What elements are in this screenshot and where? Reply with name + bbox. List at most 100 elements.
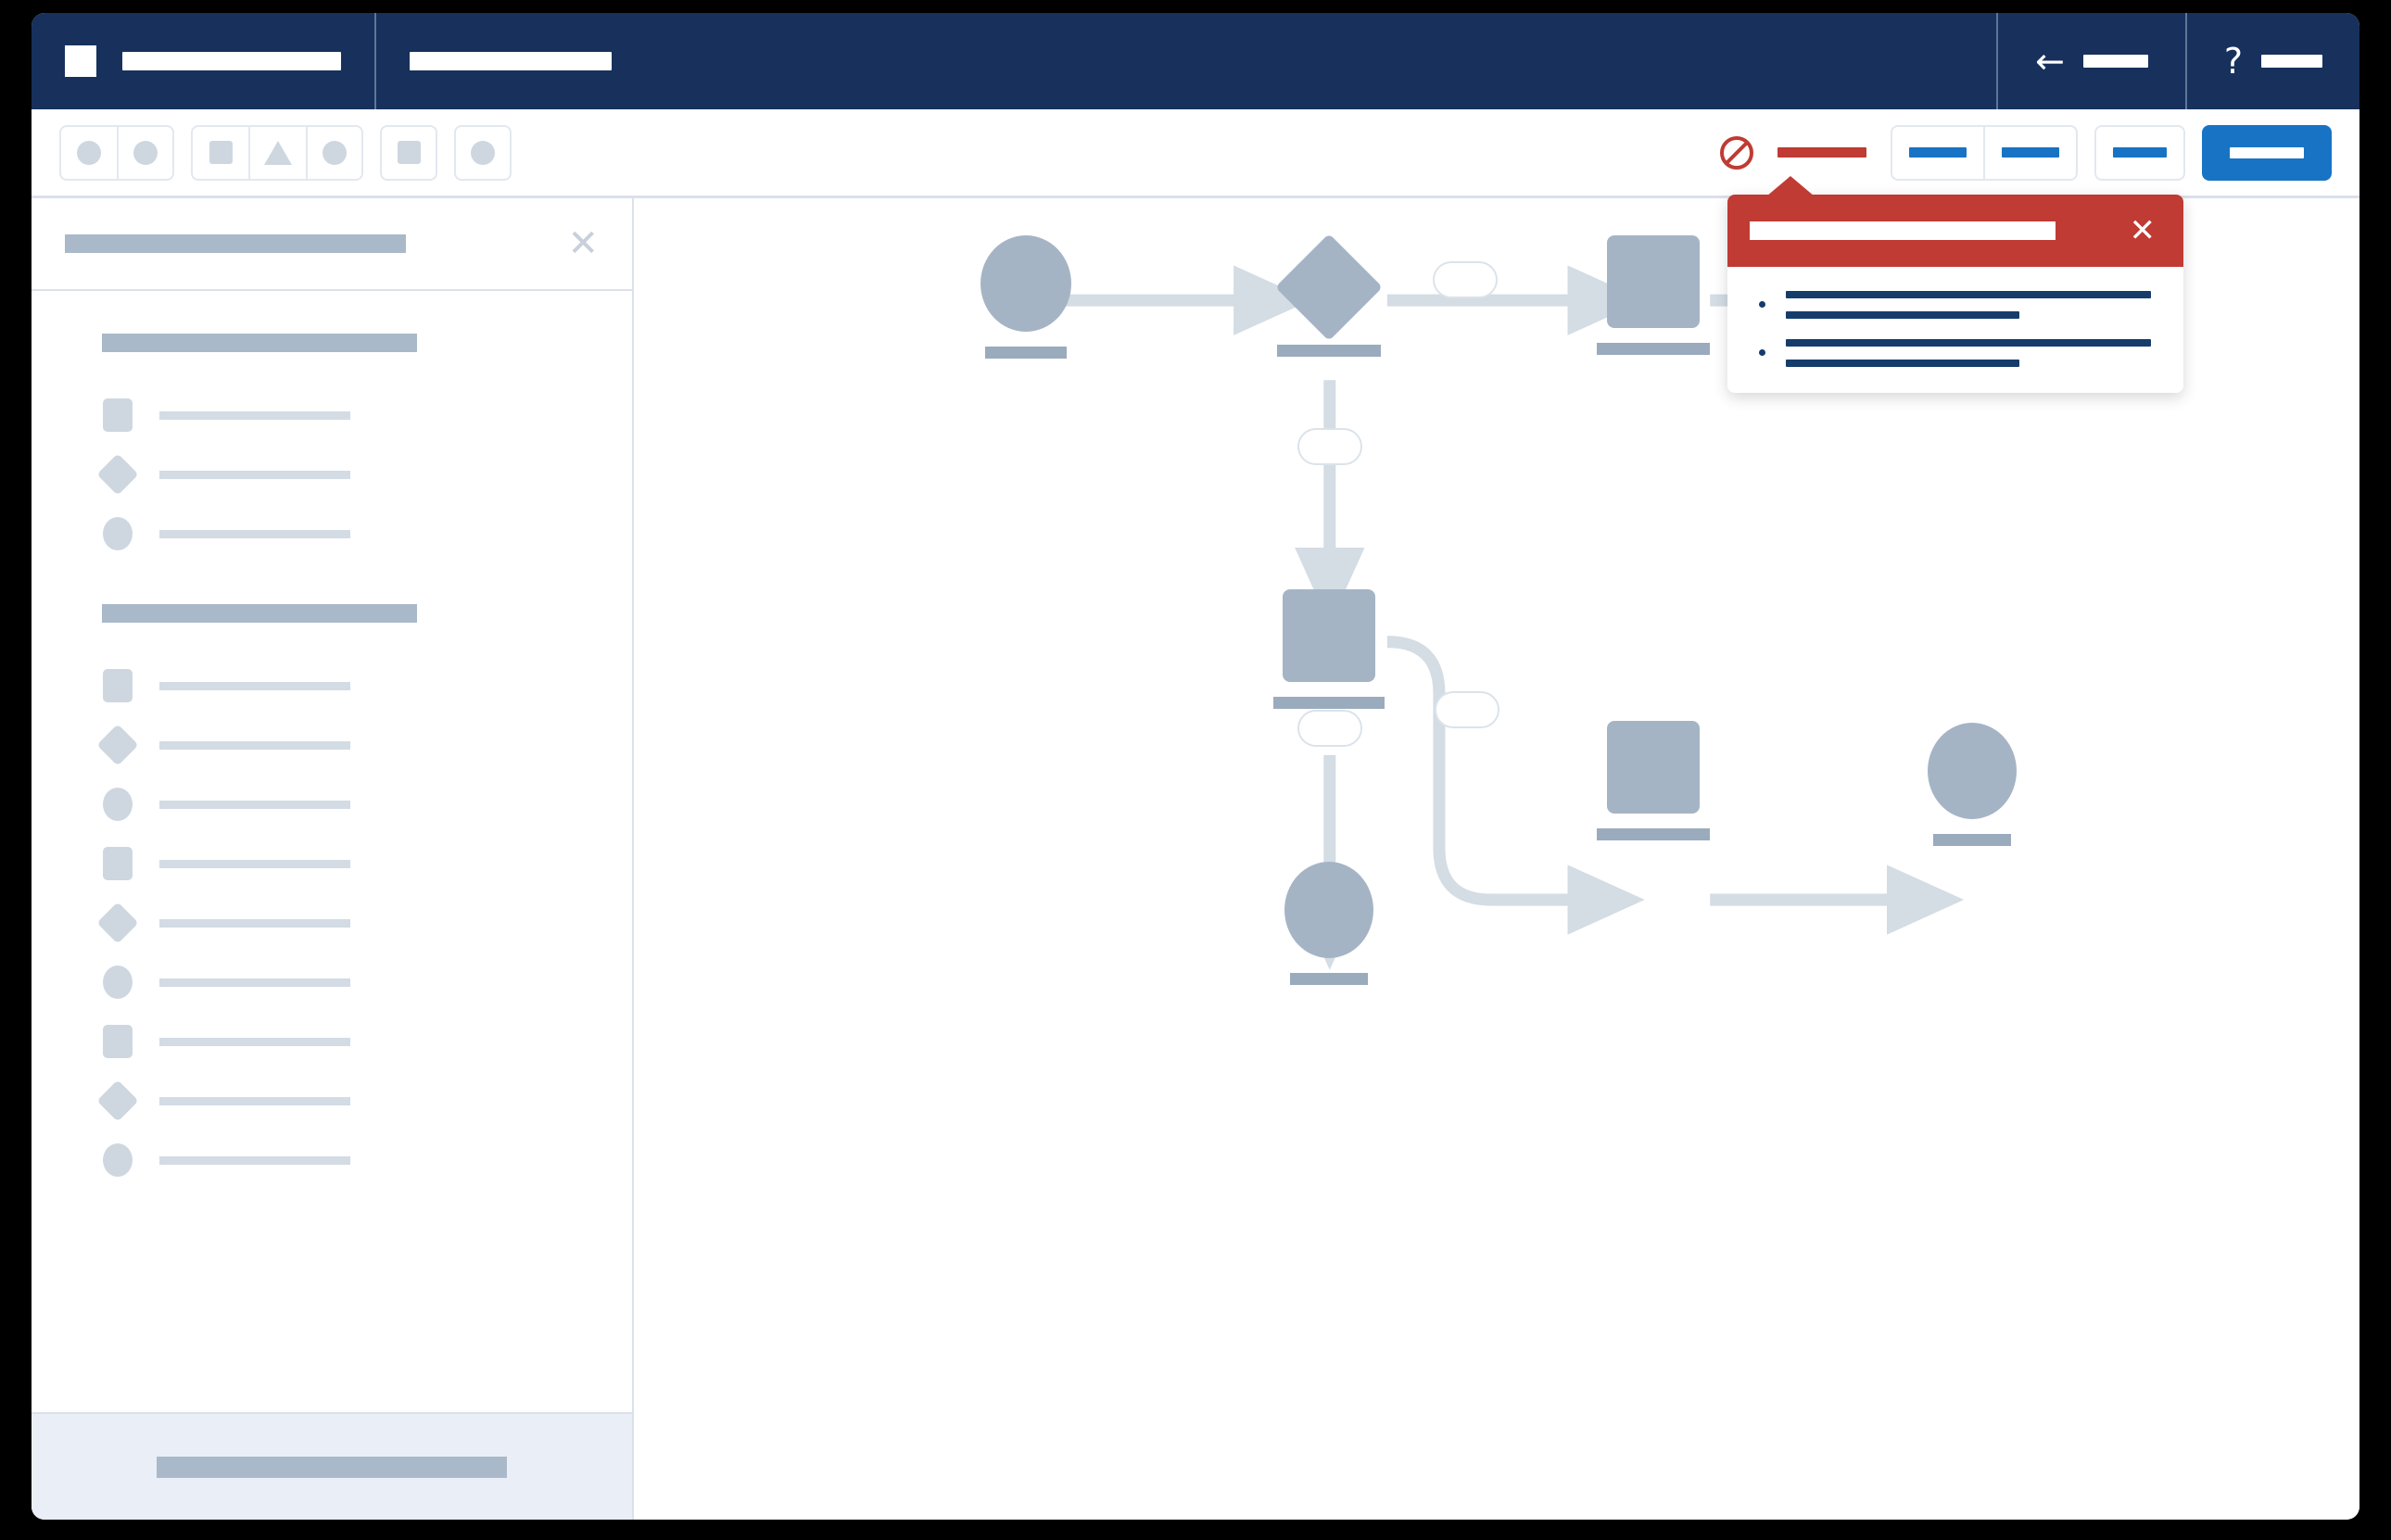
circle-placeholder-icon [133,140,158,165]
error-list-item[interactable] [1750,291,2161,319]
app-title [122,52,341,70]
sidebar-item-label [159,1037,350,1046]
sidebar-section-title [102,604,417,623]
layout-button[interactable] [380,124,437,181]
edge-label-2[interactable] [1297,428,1362,465]
publish-button[interactable] [2202,124,2332,181]
app-header: ← ? [32,13,2359,109]
circle-placeholder-icon [77,140,101,165]
diamond-node-icon [96,1079,139,1122]
sidebar-item[interactable] [32,445,632,504]
close-icon[interactable]: ✕ [567,222,599,265]
brand-section[interactable] [32,13,376,109]
node-label [1290,973,1368,985]
node-label [1933,834,2011,846]
sidebar-item[interactable] [32,893,632,953]
sidebar-scroll-area[interactable] [32,291,632,1412]
flow-node-decision[interactable] [1275,234,1383,357]
square-node-icon [102,398,133,432]
app-body: ✕ [32,198,2359,1520]
sidebar-title [65,234,406,253]
view-mode-design-label [1909,147,1967,158]
flow-node-task-b[interactable] [1273,589,1385,709]
sidebar-item-label [159,740,350,750]
square-node-icon [102,669,133,702]
square-placeholder-icon [397,141,421,164]
shape-group [191,124,363,181]
sidebar-item[interactable] [32,1012,632,1071]
edge-label-3[interactable] [1435,691,1499,728]
validate-button[interactable] [2094,124,2185,181]
flow-edges [1042,265,1965,970]
edge-label-4[interactable] [1297,710,1362,747]
sidebar-item-label [159,918,350,928]
undo-button[interactable] [59,124,117,181]
sidebar-item-label [159,800,350,809]
sidebar-footer-action-label [157,1456,507,1478]
node-label [1597,343,1710,355]
edge-label-1[interactable] [1433,261,1498,298]
error-list-item[interactable] [1750,339,2161,367]
sidebar-item-label [159,1155,350,1165]
sidebar-footer[interactable] [32,1412,632,1520]
sidebar-item[interactable] [32,1071,632,1130]
view-mode-preview-label [2002,147,2059,158]
close-icon[interactable]: ✕ [2129,212,2157,249]
edge-task-b-to-task-c [1386,636,1645,935]
node-shape-diamond [1275,234,1383,341]
bullet-icon [1759,301,1765,308]
context-title-section [376,13,645,109]
add-circle-node-button[interactable] [306,124,363,181]
context-title [410,52,612,70]
sidebar-item[interactable] [32,385,632,445]
validate-label [2113,147,2167,158]
sidebar-item-label [159,470,350,479]
view-mode-design-button[interactable] [1891,124,1983,181]
flow-node-start[interactable] [980,235,1071,359]
flow-node-end-c[interactable] [1284,862,1373,985]
square-node-icon [102,847,133,880]
sidebar-item[interactable] [32,656,632,715]
error-indicator[interactable] [1720,135,1866,170]
view-mode-preview-button[interactable] [1983,124,2078,181]
add-triangle-node-button[interactable] [248,124,306,181]
error-text-line [1786,339,2151,347]
history-group [59,124,174,181]
sidebar-item[interactable] [32,775,632,834]
node-shape-wrap [1275,234,1383,341]
validate-group [2094,124,2185,181]
back-button[interactable]: ← [1995,13,2185,109]
sidebar-item-label [159,681,350,690]
flow-node-task-c[interactable] [1597,721,1710,840]
sidebar-section-steps [32,604,632,1190]
node-shape-ellipse [980,235,1071,332]
node-label [1597,828,1710,840]
error-text [1786,291,2161,319]
sidebar-item-label [159,978,350,987]
sidebar-panel: ✕ [32,198,634,1520]
add-square-node-button[interactable] [191,124,248,181]
sidebar-item[interactable] [32,834,632,893]
header-spacer [645,13,1996,109]
node-shape-rrect [1607,721,1700,814]
circle-node-icon [102,1143,133,1177]
flow-node-end-b[interactable] [1928,723,2017,846]
app-window: ← ? [32,13,2359,1520]
flow-node-task-a[interactable] [1597,235,1710,355]
back-arrow-icon: ← [2034,41,2065,82]
redo-button[interactable] [117,124,174,181]
bullet-icon [1759,349,1765,356]
help-button-label [2261,55,2322,68]
help-button[interactable]: ? [2184,13,2359,109]
error-text-line [1786,311,2019,319]
zoom-group [454,124,512,181]
sidebar-item[interactable] [32,504,632,563]
zoom-button[interactable] [454,124,512,181]
sidebar-item-label [159,859,350,868]
sidebar-item[interactable] [32,715,632,775]
square-placeholder-icon [209,141,233,164]
sidebar-item[interactable] [32,1130,632,1190]
sidebar-item[interactable] [32,953,632,1012]
flow-canvas[interactable] [634,198,2359,1520]
error-text [1786,339,2161,367]
